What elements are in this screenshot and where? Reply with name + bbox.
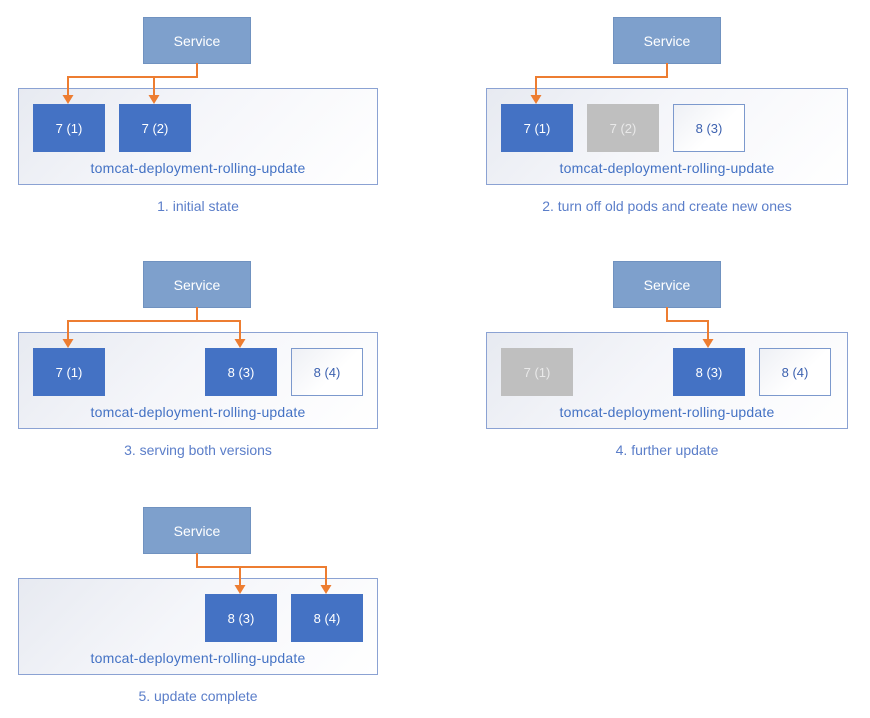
pod-7-2: 7 (2): [587, 104, 659, 152]
pod-7-1: 7 (1): [33, 104, 105, 152]
pod-7-1: 7 (1): [33, 348, 105, 396]
pod-row: 7 (1) 8 (3) 8 (4): [487, 333, 847, 428]
service-label: Service: [173, 32, 221, 49]
panel-step-1-initial-state: Service 7 (1) 7 (2) tomcat-deployment-rol…: [0, 0, 435, 244]
service-label: Service: [643, 276, 691, 293]
service-box: Service: [143, 261, 251, 308]
panel-step-5-update-complete: Service 8 (3) 8 (4) tomcat-deployment-rol…: [0, 490, 435, 718]
deployment-container: 7 (1) 7 (2) tomcat-deployment-rolling-upd…: [18, 88, 378, 185]
pod-label: 7 (2): [141, 120, 169, 136]
deployment-name-label: tomcat-deployment-rolling-update: [90, 160, 306, 176]
pod-label: 8 (4): [313, 610, 341, 626]
pod-label: 7 (2): [609, 120, 637, 136]
pod-label: 8 (4): [313, 364, 341, 380]
deployment-container: 7 (1) 7 (2) 8 (3) tomcat-deployment-rollin…: [486, 88, 848, 185]
panel-step-4-further-update: Service 7 (1) 8 (3) 8 (4) tomcat-deploymen…: [435, 244, 870, 488]
step-caption: 5. update complete: [138, 688, 258, 704]
pod-label: 8 (3): [695, 364, 723, 380]
pod-row: 8 (3) 8 (4): [19, 579, 377, 674]
deployment-name-label: tomcat-deployment-rolling-update: [90, 650, 306, 666]
pod-label: 8 (3): [227, 610, 255, 626]
pod-8-4: 8 (4): [759, 348, 831, 396]
service-box: Service: [613, 17, 721, 64]
pod-8-3: 8 (3): [205, 594, 277, 642]
panel-step-2-turn-off-old-pods: Service 7 (1) 7 (2) 8 (3) tomcat-deploymen…: [435, 0, 870, 244]
pod-7-1: 7 (1): [501, 104, 573, 152]
pod-row: 7 (1) 7 (2): [19, 89, 377, 184]
pod-label: 8 (3): [695, 120, 723, 136]
service-label: Service: [643, 32, 691, 49]
pod-8-4: 8 (4): [291, 594, 363, 642]
pod-label: 7 (1): [523, 120, 551, 136]
pod-8-3: 8 (3): [205, 348, 277, 396]
deployment-container: 7 (1) 8 (3) 8 (4) tomcat-deployment-rollin…: [18, 332, 378, 429]
service-label: Service: [173, 276, 221, 293]
pod-8-3: 8 (3): [673, 104, 745, 152]
pod-row: 7 (1) 8 (3) 8 (4): [19, 333, 377, 428]
deployment-container: 7 (1) 8 (3) 8 (4) tomcat-deployment-rollin…: [486, 332, 848, 429]
service-box: Service: [143, 17, 251, 64]
deployment-container: 8 (3) 8 (4) tomcat-deployment-rolling-upd…: [18, 578, 378, 675]
pod-label: 7 (1): [55, 364, 83, 380]
pod-label: 8 (4): [781, 364, 809, 380]
pod-7-1: 7 (1): [501, 348, 573, 396]
step-caption: 1. initial state: [157, 198, 239, 214]
deployment-name-label: tomcat-deployment-rolling-update: [559, 160, 775, 176]
pod-label: 8 (3): [227, 364, 255, 380]
deployment-name-label: tomcat-deployment-rolling-update: [559, 404, 775, 420]
pod-8-4: 8 (4): [291, 348, 363, 396]
service-box: Service: [143, 507, 251, 554]
panel-step-3-serving-both-versions: Service 7 (1) 8 (3) 8 (4) tomcat-deploymen…: [0, 244, 435, 488]
step-caption: 2. turn off old pods and create new ones: [542, 198, 792, 214]
step-caption: 3. serving both versions: [124, 442, 272, 458]
pod-8-3: 8 (3): [673, 348, 745, 396]
pod-7-2: 7 (2): [119, 104, 191, 152]
service-label: Service: [173, 522, 221, 539]
pod-label: 7 (1): [55, 120, 83, 136]
step-caption: 4. further update: [615, 442, 719, 458]
service-box: Service: [613, 261, 721, 308]
pod-row: 7 (1) 7 (2) 8 (3): [487, 89, 847, 184]
deployment-name-label: tomcat-deployment-rolling-update: [90, 404, 306, 420]
pod-label: 7 (1): [523, 364, 551, 380]
